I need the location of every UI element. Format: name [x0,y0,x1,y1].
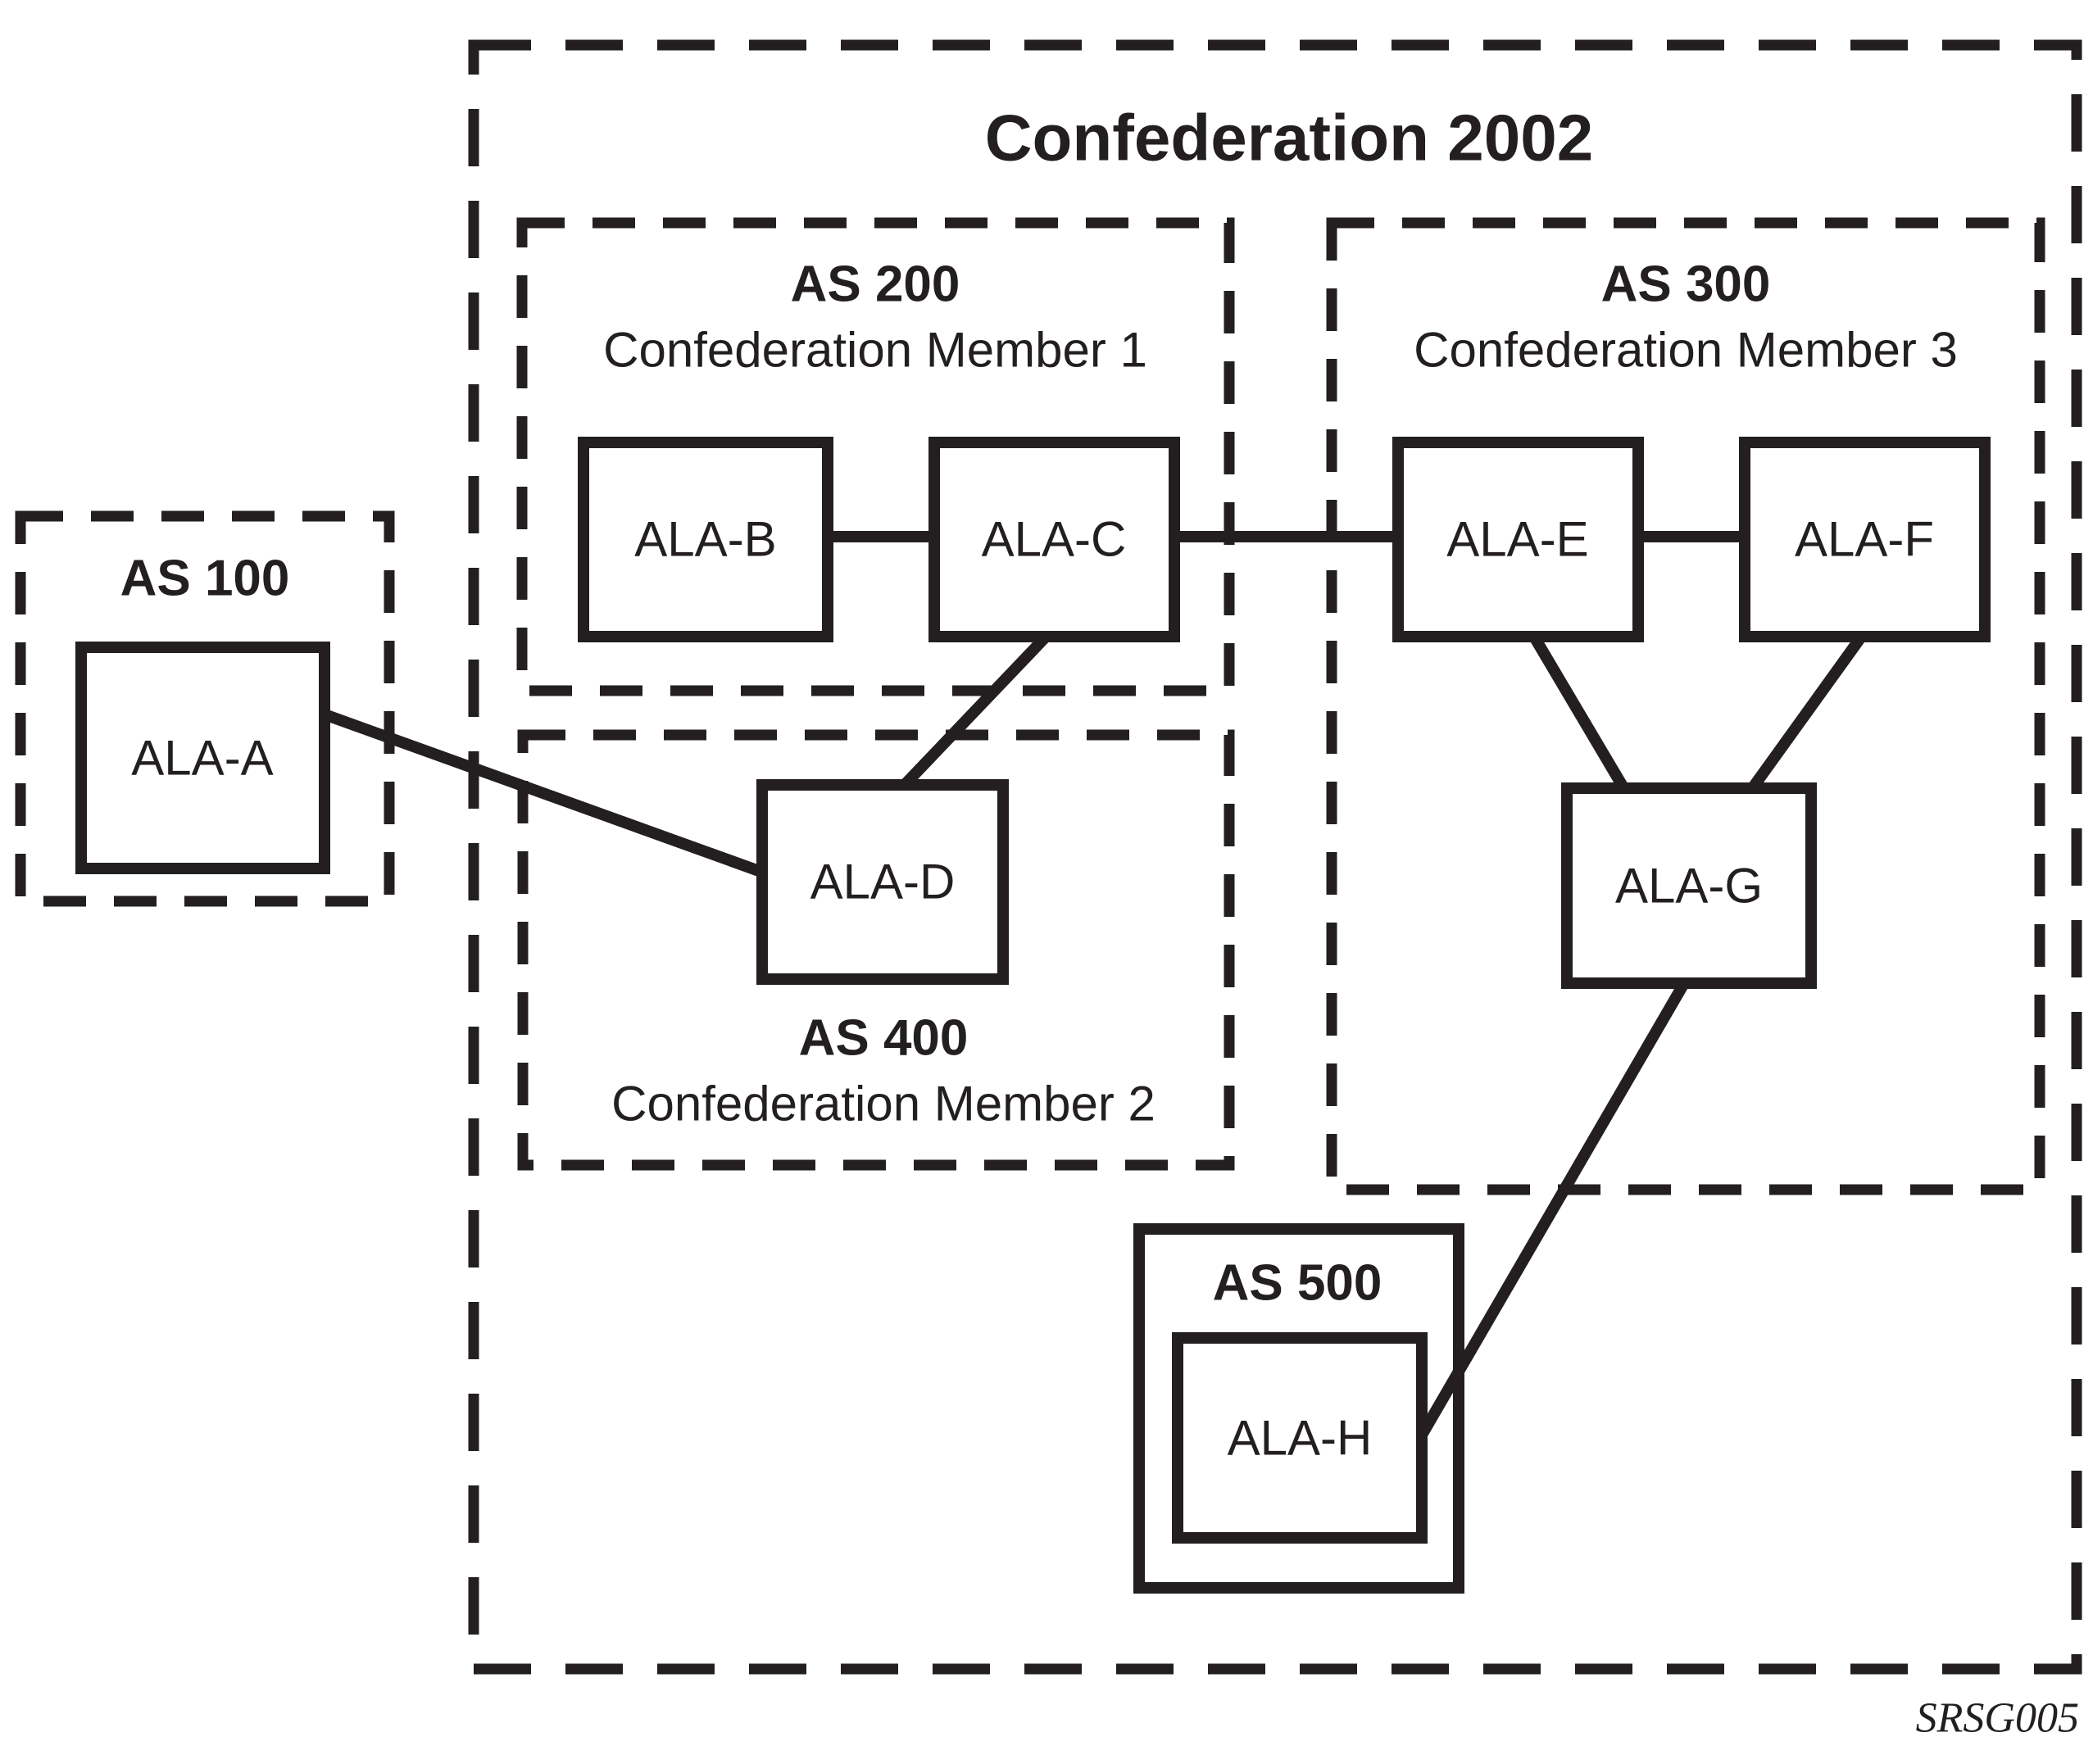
link-ala-g-ala-h [1412,976,1692,1445]
node-ala-f-label: ALA-F [1795,512,1934,567]
link-ala-f-ala-g [1744,628,1869,797]
node-ala-e-label: ALA-E [1446,512,1588,567]
link-ala-a-ala-d [322,709,773,881]
node-ala-h-label: ALA-H [1228,1411,1373,1466]
as300-label: AS 300 [1601,256,1771,313]
as500-boundary [1133,1223,1464,1594]
node-ala-d-label: ALA-D [810,855,956,909]
as500-label: AS 500 [1213,1255,1382,1312]
node-ala-c-label: ALA-C [982,512,1127,567]
as200-label: AS 200 [791,256,960,313]
node-ala-e [1392,437,1644,642]
node-ala-a-label: ALA-A [131,731,273,786]
node-ala-d [756,779,1009,985]
node-ala-b [578,437,833,642]
as400-sublabel: Confederation Member 2 [611,1077,1155,1131]
as300-boundary [1326,217,2045,1195]
link-ala-c-ala-d [894,627,1056,795]
as300-sublabel: Confederation Member 3 [1414,323,1958,378]
confederation-2002-boundary [468,39,2082,1675]
figure-code: SRSG005 [1916,1695,2079,1742]
node-ala-a [75,642,330,874]
as200-boundary [516,217,1235,696]
node-ala-f [1739,437,1991,642]
as400-label: AS 400 [799,1010,969,1067]
node-ala-g [1561,782,1817,989]
node-ala-h [1172,1332,1428,1544]
as100-label: AS 100 [120,551,290,607]
link-ala-e-ala-g [1526,629,1632,796]
as100-boundary [15,510,395,907]
as200-sublabel: Confederation Member 1 [603,323,1147,378]
node-ala-b-label: ALA-B [634,512,776,567]
diagram-title: Confederation 2002 [985,102,1593,175]
node-ala-g-label: ALA-G [1615,859,1763,914]
node-ala-c [928,437,1180,642]
as400-boundary [517,729,1235,1171]
